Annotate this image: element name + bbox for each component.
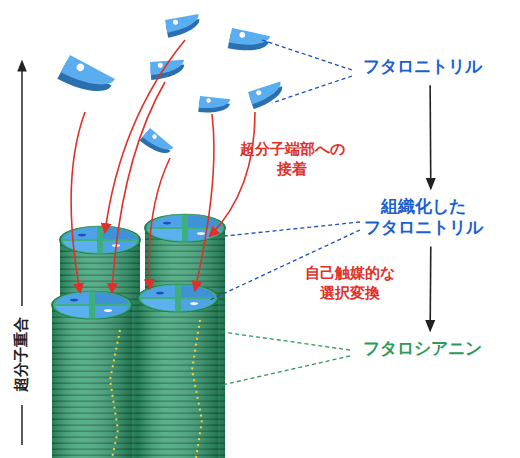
leader-lines: [222, 332, 350, 385]
column-shade: [52, 305, 132, 458]
term-node: フタロシアニン: [352, 338, 492, 359]
column-cap: [138, 284, 218, 312]
floating-wedge: [248, 81, 286, 109]
floating-wedge: [57, 55, 115, 103]
helix-line: [192, 320, 202, 458]
attach-arrow: [210, 112, 255, 236]
edge-group: [430, 85, 432, 330]
column: [138, 284, 218, 458]
column-body: [52, 305, 132, 458]
axis-line: [21, 405, 23, 445]
leader-line: [272, 76, 352, 103]
term-text: 組織化した フタロニトリル: [362, 196, 484, 239]
axis-arrow: [21, 62, 23, 306]
attach-arrow: [105, 40, 185, 232]
column-cap: [52, 291, 132, 319]
leader-lines: [210, 40, 360, 300]
flow-arrow: [429, 247, 431, 331]
edge-label: 自己触媒的な 選択変換: [295, 264, 405, 303]
attach-arrow: [71, 112, 85, 292]
attach-arrow: [195, 114, 214, 290]
helix-line: [110, 330, 120, 458]
term-text: フタロニトリル: [352, 56, 492, 77]
axis-label: 超分子重合: [12, 305, 32, 405]
attach-arrow: [149, 158, 170, 288]
column: [52, 291, 132, 458]
column-shade: [138, 298, 218, 458]
leader-line: [222, 332, 350, 350]
flow-arrow: [429, 85, 431, 188]
process-label: 超分子端部への 接着: [236, 140, 348, 179]
term-text: フタロシアニン: [352, 338, 492, 359]
floating-wedge: [228, 28, 271, 56]
leader-line: [225, 222, 360, 236]
column-cap: [145, 214, 225, 242]
term-node: フタロニトリル: [352, 56, 492, 77]
column-body: [138, 298, 218, 458]
floating-wedge: [165, 14, 202, 38]
term-node: 組織化した フタロニトリル: [362, 196, 484, 239]
leader-line: [262, 40, 352, 70]
floating-wedge: [140, 128, 174, 160]
leader-line: [222, 356, 350, 385]
attach-arrows: [71, 40, 255, 292]
floating-wedge: [198, 96, 230, 115]
